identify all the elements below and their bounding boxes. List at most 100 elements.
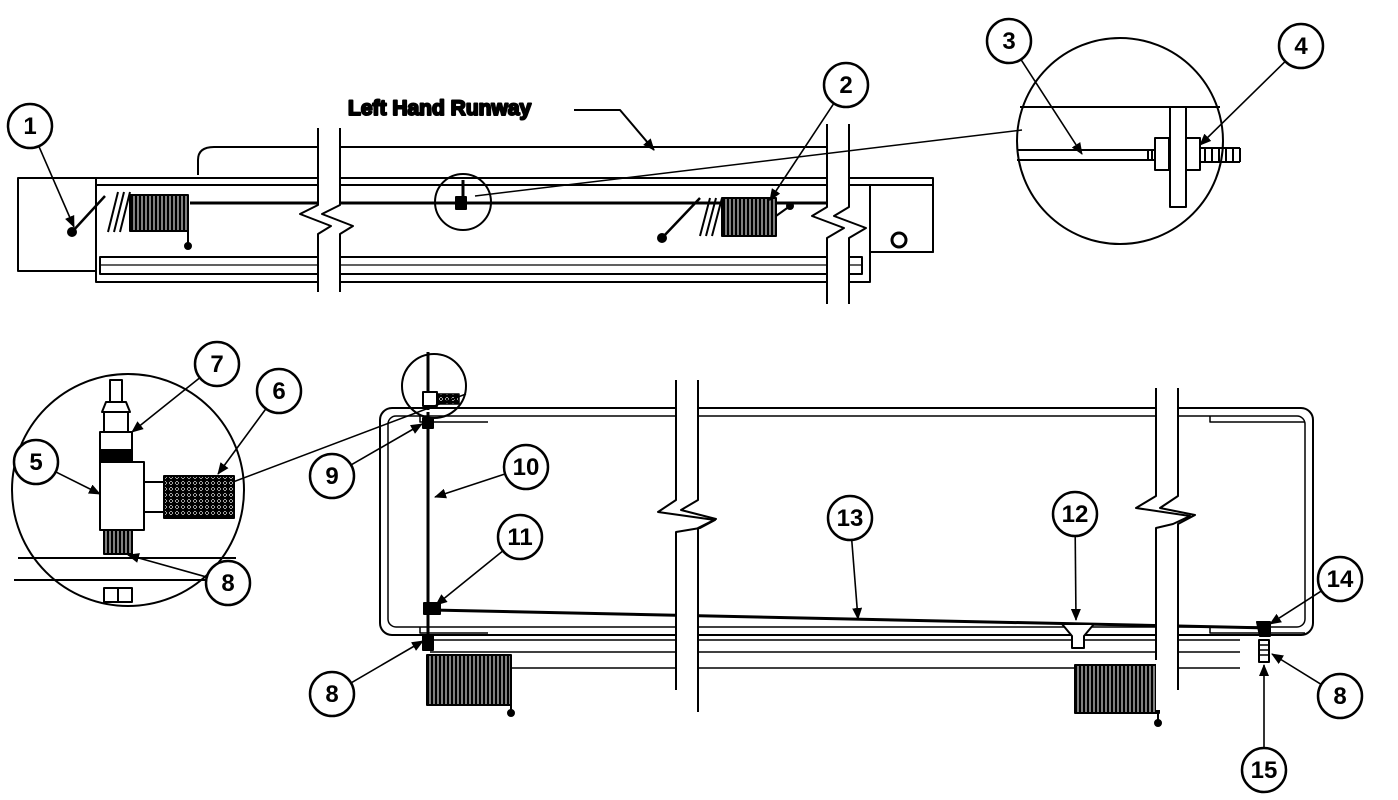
callout-leader	[1070, 536, 1081, 621]
callout-7: 7	[131, 340, 241, 433]
callout-number: 13	[837, 505, 864, 532]
callout-12: 12	[1051, 490, 1099, 621]
callout-number: 14	[1327, 566, 1354, 593]
callout-number: 3	[1002, 28, 1015, 55]
lower-detail-circle-small	[401, 353, 467, 419]
detail-leader-line	[474, 129, 1023, 197]
detail-circle-fitting	[11, 373, 245, 607]
callout-10: 10	[434, 443, 550, 499]
callout-leader	[351, 640, 424, 684]
callout-6: 6	[217, 367, 303, 475]
callout-1: 1	[6, 102, 75, 228]
callout-leader	[435, 550, 503, 606]
callout-11: 11	[435, 513, 544, 606]
lower-break-right	[1135, 388, 1196, 710]
runway-left-spring	[67, 191, 192, 250]
callout-circle	[1316, 672, 1364, 720]
runway-break-right	[811, 124, 867, 304]
horizontal-cable-13	[431, 608, 1271, 630]
callout-circle	[502, 443, 550, 491]
callout-leader	[1269, 590, 1322, 625]
callout-leader	[1020, 59, 1083, 155]
callout-leader	[127, 553, 207, 578]
callout-leader	[851, 540, 863, 620]
lower-break-left	[657, 380, 717, 715]
callout-circle	[308, 452, 356, 500]
callout-number: 15	[1251, 757, 1278, 784]
callout-13: 13	[826, 494, 874, 620]
callout-2: 2	[769, 61, 870, 201]
callout-4: 4	[1199, 22, 1325, 146]
callout-3: 3	[985, 17, 1083, 155]
callout-leader	[131, 377, 200, 433]
callout-8-3: 8	[1271, 653, 1364, 720]
callout-leader	[434, 473, 505, 499]
callout-leader	[38, 146, 75, 228]
lower-frame-assembly	[379, 352, 1314, 727]
callout-number: 7	[210, 351, 223, 378]
callout-5: 5	[12, 438, 101, 495]
runway-left-end-block	[17, 177, 97, 272]
callout-leader	[1199, 61, 1286, 146]
fitting-leader-line	[224, 393, 467, 486]
callout-number: 8	[221, 570, 234, 597]
callout-leader	[351, 423, 423, 466]
callout-circle	[204, 559, 252, 607]
left-hand-runway-assembly	[17, 124, 934, 304]
callout-circle	[822, 61, 870, 109]
fitting-detail	[11, 373, 467, 607]
callout-number: 8	[1333, 683, 1346, 710]
callout-circle	[826, 494, 874, 542]
detail-circle-anchor	[1016, 37, 1224, 245]
lower-left-spring	[426, 654, 512, 706]
callout-leader	[56, 471, 101, 495]
callout-leader	[217, 409, 267, 475]
callout-number: 6	[272, 378, 285, 405]
callout-circle	[12, 438, 60, 486]
runway-right-end-cap	[869, 184, 934, 253]
callout-8: 8	[127, 553, 252, 607]
callout-14: 14	[1269, 555, 1364, 625]
callout-number: 9	[325, 463, 338, 490]
runway-label-leader	[574, 109, 655, 151]
callout-number: 11	[507, 524, 532, 551]
callout-leader	[1271, 653, 1321, 685]
lower-channel	[430, 639, 1240, 669]
callout-circle	[6, 102, 54, 150]
callout-number: 10	[513, 454, 540, 481]
fitting-15	[1258, 639, 1270, 663]
callout-circle	[308, 670, 356, 718]
callout-number: 2	[839, 72, 852, 99]
pulley-12	[1061, 623, 1095, 649]
runway-detail-circle	[434, 173, 492, 231]
callout-9: 9	[308, 423, 423, 500]
lower-frame-inner	[387, 415, 1306, 628]
pulley-14	[1256, 621, 1271, 637]
lower-frame-outer	[379, 407, 1314, 636]
callout-circle	[1051, 490, 1099, 538]
runway-end-hole	[890, 231, 908, 249]
runway-break-left	[299, 128, 354, 300]
lower-right-spring	[1074, 664, 1160, 714]
callout-circle	[1240, 746, 1288, 794]
callout-number: 5	[29, 449, 42, 476]
callout-leader	[769, 103, 834, 201]
callout-number: 8	[325, 681, 338, 708]
callout-8-2: 8	[308, 640, 424, 718]
callout-circle	[496, 513, 544, 561]
runway-top-rail	[197, 146, 831, 175]
callout-number: 12	[1062, 501, 1089, 528]
runway-frame	[95, 177, 934, 283]
callout-circle	[255, 367, 303, 415]
callout-number: 1	[23, 113, 36, 140]
callout-circle	[1277, 22, 1325, 70]
callout-circle	[985, 17, 1033, 65]
runway-right-spring	[657, 197, 794, 243]
runway-label: Left Hand Runway	[348, 97, 531, 120]
callout-number: 4	[1294, 33, 1308, 60]
callout-15: 15	[1240, 664, 1288, 794]
callout-circle	[1316, 555, 1364, 603]
